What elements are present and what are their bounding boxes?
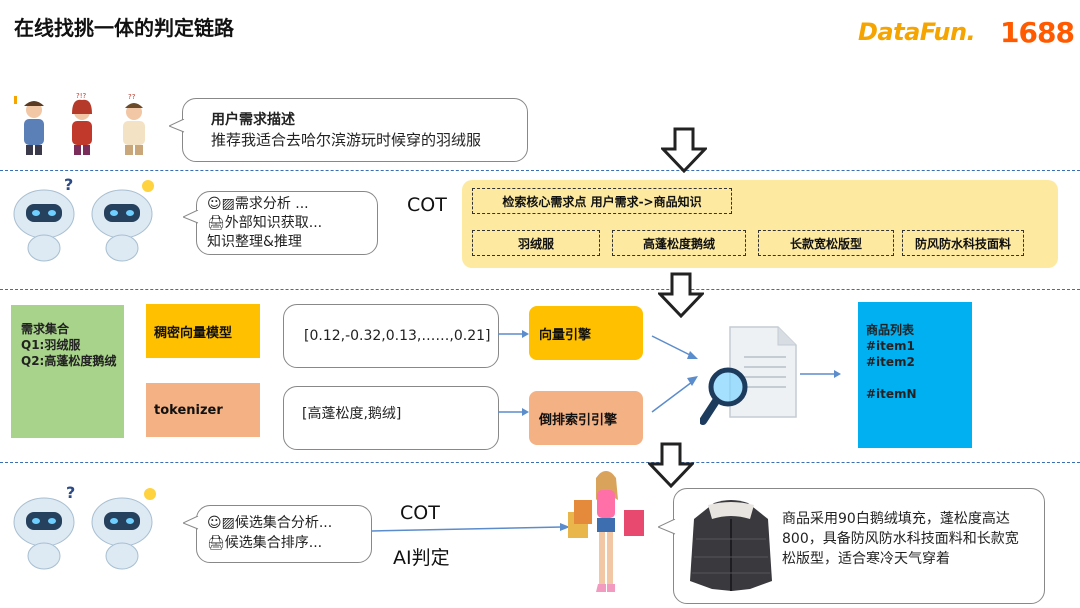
document-search-icon [700, 326, 797, 425]
judge-line-1: ☺▨候选集合分析... [207, 515, 333, 531]
inverted-index-engine-box: 倒排索引引擎 [529, 391, 643, 445]
search-knowledge-icon: 🖨 [207, 215, 225, 231]
product-list-title: 商品列表 [866, 323, 915, 337]
robots-illustration: ? [13, 176, 154, 262]
knowledge-tag: 羽绒服 [472, 230, 600, 256]
dense-vector-model-box: 稠密向量模型 [146, 304, 260, 358]
section-divider-1 [0, 170, 1080, 171]
knowledge-panel [462, 180, 1058, 268]
users-illustration: ?!? ?? [14, 92, 145, 155]
token-output-text: [高蓬松度,鹅绒] [302, 406, 402, 422]
thinking-icon: ☺▨ [207, 515, 235, 531]
bubble-tail [169, 119, 185, 133]
needs-set-title: 需求集合 [21, 322, 70, 336]
section-divider-3 [0, 462, 1080, 463]
arrow-right-icon [498, 330, 529, 338]
vector-engine-box: 向量引擎 [529, 306, 643, 360]
analysis-line-3: 知识整理&推理 [207, 234, 302, 250]
product-description-text: 商品采用90白鹅绒填充，蓬松度高达800，具备防风防水科技面料和长款宽松版型，适… [782, 511, 1019, 567]
cot-label: COT [407, 194, 447, 216]
logo-1688: 1688 [1000, 16, 1075, 49]
shopper-illustration [568, 471, 644, 592]
bubble-tail [658, 519, 676, 535]
knowledge-header: 检索核心需求点 用户需求->商品知识 [472, 188, 732, 214]
knowledge-tag: 防风防水科技面料 [902, 230, 1024, 256]
thinking-icon: ☺▨ [207, 196, 235, 212]
vector-output-bubble: [0.12,-0.32,0.13,……,0.21] [283, 304, 499, 368]
user-need-heading: 用户需求描述 [211, 112, 295, 128]
judge-line-2: 🖨候选集合排序... [207, 535, 323, 551]
svg-text:?!?: ?!? [76, 92, 87, 100]
section-divider-2 [0, 289, 1080, 290]
product-description-bubble: 商品采用90白鹅绒填充，蓬松度高达800，具备防风防水科技面料和长款宽松版型，适… [658, 488, 1045, 604]
ranking-icon: 🖨 [207, 535, 225, 551]
arrow-right-icon [800, 370, 841, 378]
svg-text:??: ?? [128, 93, 136, 101]
bubble-tail [183, 210, 199, 224]
product-list-item: #itemN [866, 387, 917, 401]
vector-output-text: [0.12,-0.32,0.13,……,0.21] [304, 328, 491, 344]
knowledge-tag: 高蓬松度鹅绒 [612, 230, 746, 256]
judge-bubble: ☺▨候选集合分析... 🖨候选集合排序... [183, 505, 372, 563]
user-need-text: 推荐我适合去哈尔滨游玩时候穿的羽绒服 [211, 131, 482, 149]
ai-judge-label: AI判定 [393, 547, 450, 569]
judge-cot-label: COT [400, 502, 440, 524]
down-arrow-icon [658, 272, 704, 318]
down-jacket-image [690, 500, 772, 591]
down-arrow-icon [648, 442, 694, 488]
needs-set-q2: Q2:高蓬松度鹅绒 [21, 354, 117, 368]
needs-set-q1: Q1:羽绒服 [21, 338, 81, 352]
analysis-bubble: ☺▨需求分析 ... 🖨外部知识获取... 知识整理&推理 [183, 191, 378, 255]
token-output-bubble: [高蓬松度,鹅绒] [283, 386, 499, 450]
product-list-item: #item2 [866, 355, 915, 369]
product-list-box: 商品列表 #item1 #item2 #itemN [858, 302, 972, 448]
tokenizer-box: tokenizer [146, 383, 260, 437]
knowledge-tag: 长款宽松版型 [758, 230, 894, 256]
down-arrow-icon [661, 127, 707, 173]
svg-text:?: ? [66, 484, 75, 502]
converge-arrows [651, 335, 698, 413]
analysis-line-2: 🖨外部知识获取... [207, 215, 323, 231]
bubble-tail [183, 516, 199, 530]
svg-text:?: ? [64, 176, 73, 194]
needs-set-box: 需求集合 Q1:羽绒服 Q2:高蓬松度鹅绒 [11, 305, 124, 438]
analysis-line-1: ☺▨需求分析 ... [207, 196, 309, 212]
robots-illustration: ? [13, 484, 156, 570]
judge-arrow-right-icon [372, 523, 570, 532]
arrow-right-icon [498, 408, 529, 416]
page-title: 在线找挑一体的判定链路 [14, 16, 234, 40]
datafun-logo: DataFun. [858, 18, 976, 46]
user-need-bubble: 用户需求描述 推荐我适合去哈尔滨游玩时候穿的羽绒服 [169, 98, 528, 162]
product-list-item: #item1 [866, 339, 915, 353]
